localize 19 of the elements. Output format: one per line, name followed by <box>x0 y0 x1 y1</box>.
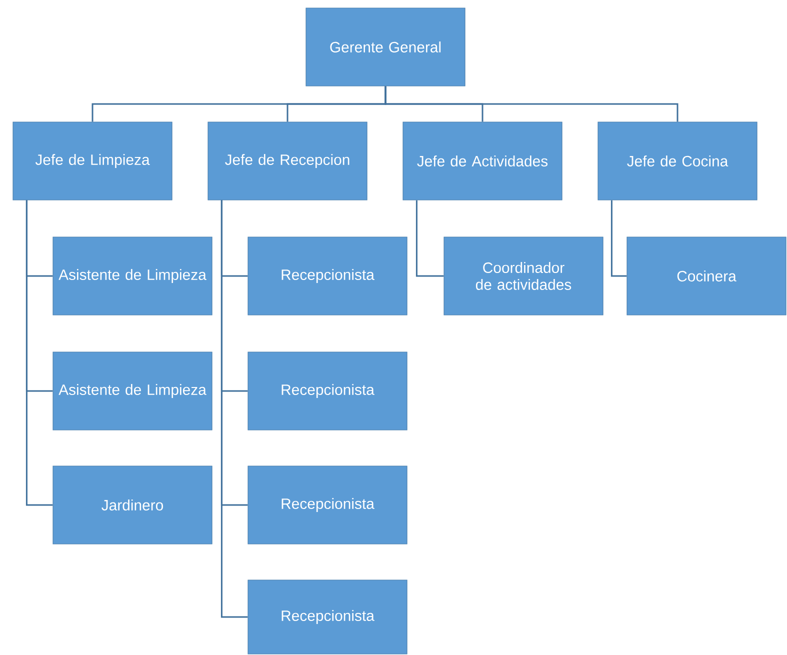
org-box: Jefe de Cocina <box>598 122 758 200</box>
connector-line <box>220 200 248 618</box>
org-box: Jardinero <box>52 466 212 544</box>
connector-line <box>610 200 627 277</box>
org-box: Gerente General <box>306 8 466 86</box>
org-box: Asistente de Limpieza <box>52 352 212 430</box>
connector-line <box>384 86 678 122</box>
org-box: Recepcionista <box>248 236 408 316</box>
org-box: Jefe de Limpieza <box>12 122 172 200</box>
org-box: Recepcionista <box>248 352 408 430</box>
org-box: Recepcionista <box>248 466 408 544</box>
org-box: Coordinador de actividades <box>444 236 604 316</box>
org-box: Asistente de Limpieza <box>52 236 212 316</box>
org-box: Cocinera <box>626 236 786 316</box>
org-box: Jefe de Recepcion <box>208 122 368 200</box>
org-box: Recepcionista <box>248 580 408 654</box>
connector-line <box>416 200 444 277</box>
connector-line <box>26 200 53 506</box>
org-box: Jefe de Actividades <box>402 122 562 200</box>
